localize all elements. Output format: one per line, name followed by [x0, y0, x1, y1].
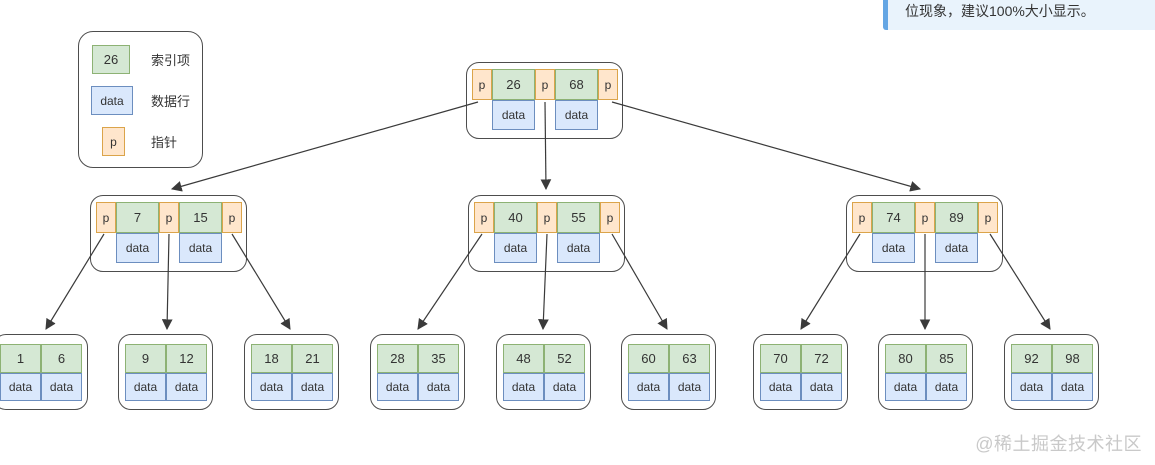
notification-text: 位现象，建议100%大小显示。: [905, 3, 1095, 19]
key-cell: 12: [166, 344, 207, 373]
leaf-node-4: 28 35 data data: [370, 334, 465, 410]
internal-node-left: p 7 p 15 p data data: [90, 195, 247, 272]
key-cell: 70: [760, 344, 801, 373]
pointer-cell: p: [537, 202, 557, 233]
legend: 26 索引项 data 数据行 p 指针: [78, 31, 203, 168]
notification-toast: 位现象，建议100%大小显示。: [883, 0, 1155, 30]
data-cell: data: [0, 373, 41, 401]
data-cell: data: [418, 373, 459, 401]
data-cell: data: [166, 373, 207, 401]
key-cell: 7: [116, 202, 159, 233]
data-cell: data: [926, 373, 967, 401]
key-cell: 74: [872, 202, 915, 233]
pointer-cell: p: [535, 69, 555, 100]
data-cell: data: [251, 373, 292, 401]
key-cell: 18: [251, 344, 292, 373]
data-cell: data: [555, 100, 598, 130]
key-cell: 1: [0, 344, 41, 373]
key-cell: 98: [1052, 344, 1093, 373]
key-cell: 28: [377, 344, 418, 373]
key-cell: 55: [557, 202, 600, 233]
data-cell: data: [377, 373, 418, 401]
key-cell: 80: [885, 344, 926, 373]
key-cell: 35: [418, 344, 459, 373]
data-cell: data: [885, 373, 926, 401]
data-cell: data: [179, 233, 222, 263]
legend-key-label: 索引项: [151, 53, 191, 68]
pointer-cell: p: [159, 202, 179, 233]
key-cell: 9: [125, 344, 166, 373]
key-cell: 26: [492, 69, 535, 100]
legend-data-label: 数据行: [151, 94, 191, 109]
key-cell: 85: [926, 344, 967, 373]
legend-row-pointer: p 指针: [79, 127, 202, 156]
data-cell: data: [557, 233, 600, 263]
pointer-cell: p: [222, 202, 242, 233]
legend-pointer-label: 指针: [151, 135, 178, 150]
root-node: p 26 p 68 p data data: [466, 62, 623, 139]
key-cell: 60: [628, 344, 669, 373]
pointer-cell: p: [852, 202, 872, 233]
legend-data-swatch: data: [91, 86, 133, 115]
pointer-cell: p: [915, 202, 935, 233]
key-cell: 72: [801, 344, 842, 373]
internal-node-center: p 40 p 55 p data data: [468, 195, 625, 272]
key-cell: 68: [555, 69, 598, 100]
data-cell: data: [628, 373, 669, 401]
data-cell: data: [544, 373, 585, 401]
pointer-cell: p: [600, 202, 620, 233]
pointer-cell: p: [472, 69, 492, 100]
internal-node-right: p 74 p 89 p data data: [846, 195, 1003, 272]
edge-root-left: [170, 101, 479, 192]
data-cell: data: [669, 373, 710, 401]
data-cell: data: [494, 233, 537, 263]
key-cell: 63: [669, 344, 710, 373]
data-cell: data: [116, 233, 159, 263]
leaf-node-9: 92 98 data data: [1004, 334, 1099, 410]
leaf-node-7: 70 72 data data: [753, 334, 848, 410]
edge-root-right: [611, 101, 922, 192]
legend-row-index: 26 索引项: [79, 45, 202, 74]
pointer-cell: p: [474, 202, 494, 233]
legend-row-data: data 数据行: [79, 86, 202, 115]
data-cell: data: [125, 373, 166, 401]
key-cell: 21: [292, 344, 333, 373]
key-cell: 6: [41, 344, 82, 373]
data-cell: data: [292, 373, 333, 401]
leaf-node-2: 9 12 data data: [118, 334, 213, 410]
key-cell: 89: [935, 202, 978, 233]
pointer-cell: p: [96, 202, 116, 233]
pointer-cell: p: [598, 69, 618, 100]
data-cell: data: [801, 373, 842, 401]
data-cell: data: [1052, 373, 1093, 401]
data-cell: data: [935, 233, 978, 263]
watermark: @稀土掘金技术社区: [975, 434, 1142, 454]
data-cell: data: [1011, 373, 1052, 401]
legend-pointer-swatch: p: [102, 127, 125, 156]
leaf-node-1: 1 6 data data: [0, 334, 88, 410]
data-cell: data: [503, 373, 544, 401]
data-cell: data: [872, 233, 915, 263]
key-cell: 40: [494, 202, 537, 233]
key-cell: 92: [1011, 344, 1052, 373]
leaf-node-6: 60 63 data data: [621, 334, 716, 410]
key-cell: 52: [544, 344, 585, 373]
leaf-node-5: 48 52 data data: [496, 334, 591, 410]
data-cell: data: [41, 373, 82, 401]
leaf-node-8: 80 85 data data: [878, 334, 973, 410]
key-cell: 48: [503, 344, 544, 373]
data-cell: data: [760, 373, 801, 401]
key-cell: 15: [179, 202, 222, 233]
legend-key-swatch: 26: [92, 45, 130, 74]
leaf-node-3: 18 21 data data: [244, 334, 339, 410]
pointer-cell: p: [978, 202, 998, 233]
data-cell: data: [492, 100, 535, 130]
